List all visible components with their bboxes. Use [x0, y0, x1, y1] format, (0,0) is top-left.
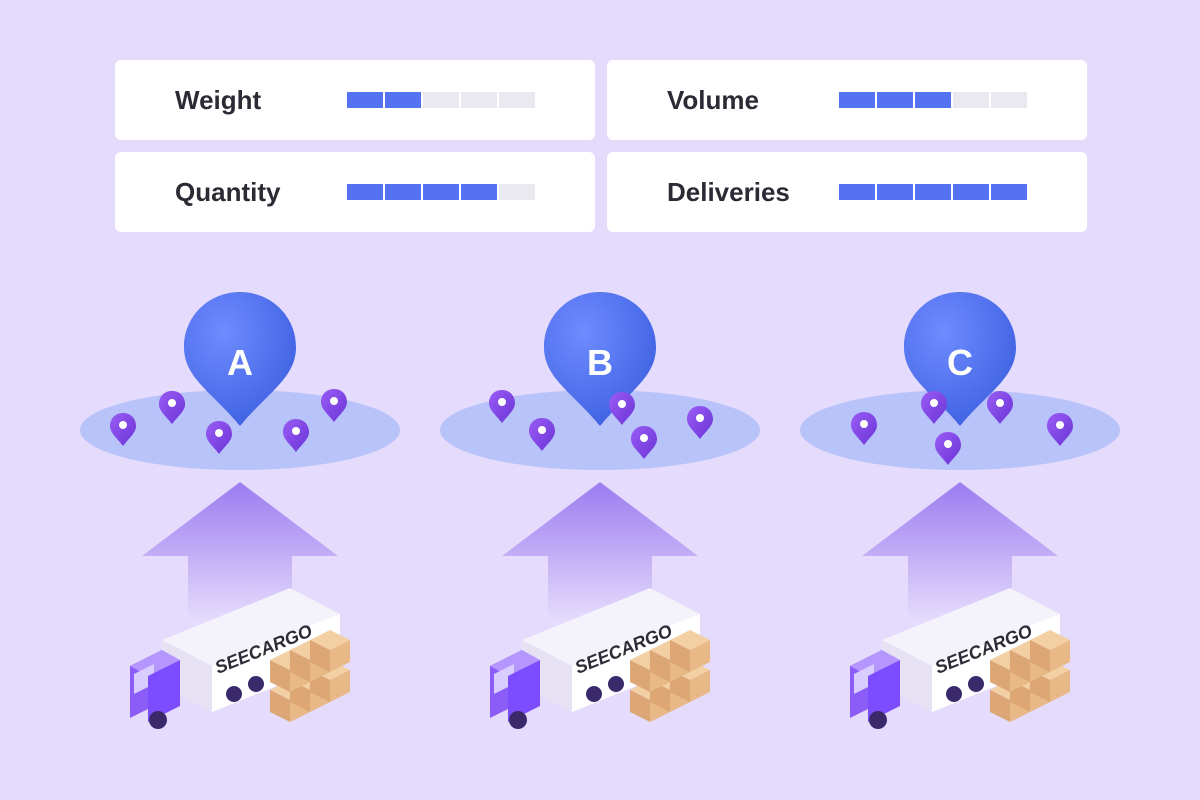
zone-area-ellipse — [80, 390, 400, 470]
zone-b: SEECARGO B — [440, 280, 760, 760]
metric-card-weight: Weight — [115, 60, 595, 140]
location-pin-icon — [184, 292, 296, 426]
level-segment — [839, 184, 875, 200]
level-segment — [839, 92, 875, 108]
metric-label: Quantity — [175, 177, 281, 207]
level-segment — [461, 184, 497, 200]
metric-card-volume: Volume — [607, 60, 1087, 140]
level-segment — [423, 92, 459, 108]
metric-label: Volume — [667, 85, 759, 115]
zone-c: SEECARGO C — [800, 280, 1120, 760]
level-segment — [385, 92, 421, 108]
up-arrow-icon — [862, 482, 1058, 620]
level-segment — [499, 184, 535, 200]
metric-label: Weight — [175, 85, 262, 115]
metric-card-quantity: Quantity — [115, 152, 595, 232]
level-segment — [953, 92, 989, 108]
metric-level-bar — [839, 184, 1027, 200]
metric-level-bar — [347, 184, 535, 200]
metric-card-deliveries: Deliveries — [607, 152, 1087, 232]
level-segment — [991, 184, 1027, 200]
level-segment — [461, 92, 497, 108]
metric-level-bar — [839, 92, 1027, 108]
level-segment — [347, 92, 383, 108]
metric-level-bar — [347, 92, 535, 108]
level-segment — [877, 92, 913, 108]
zone-area-ellipse — [800, 390, 1120, 470]
level-segment — [385, 184, 421, 200]
zone-area-ellipse — [440, 390, 760, 470]
up-arrow-icon — [142, 482, 338, 620]
level-segment — [953, 184, 989, 200]
level-segment — [499, 92, 535, 108]
level-segment — [991, 92, 1027, 108]
level-segment — [915, 184, 951, 200]
location-pin-icon — [544, 292, 656, 426]
level-segment — [877, 184, 913, 200]
level-segment — [347, 184, 383, 200]
up-arrow-icon — [502, 482, 698, 620]
level-segment — [915, 92, 951, 108]
level-segment — [423, 184, 459, 200]
zone-a: SEECARGO A — [80, 280, 400, 760]
metric-label: Deliveries — [667, 177, 790, 207]
